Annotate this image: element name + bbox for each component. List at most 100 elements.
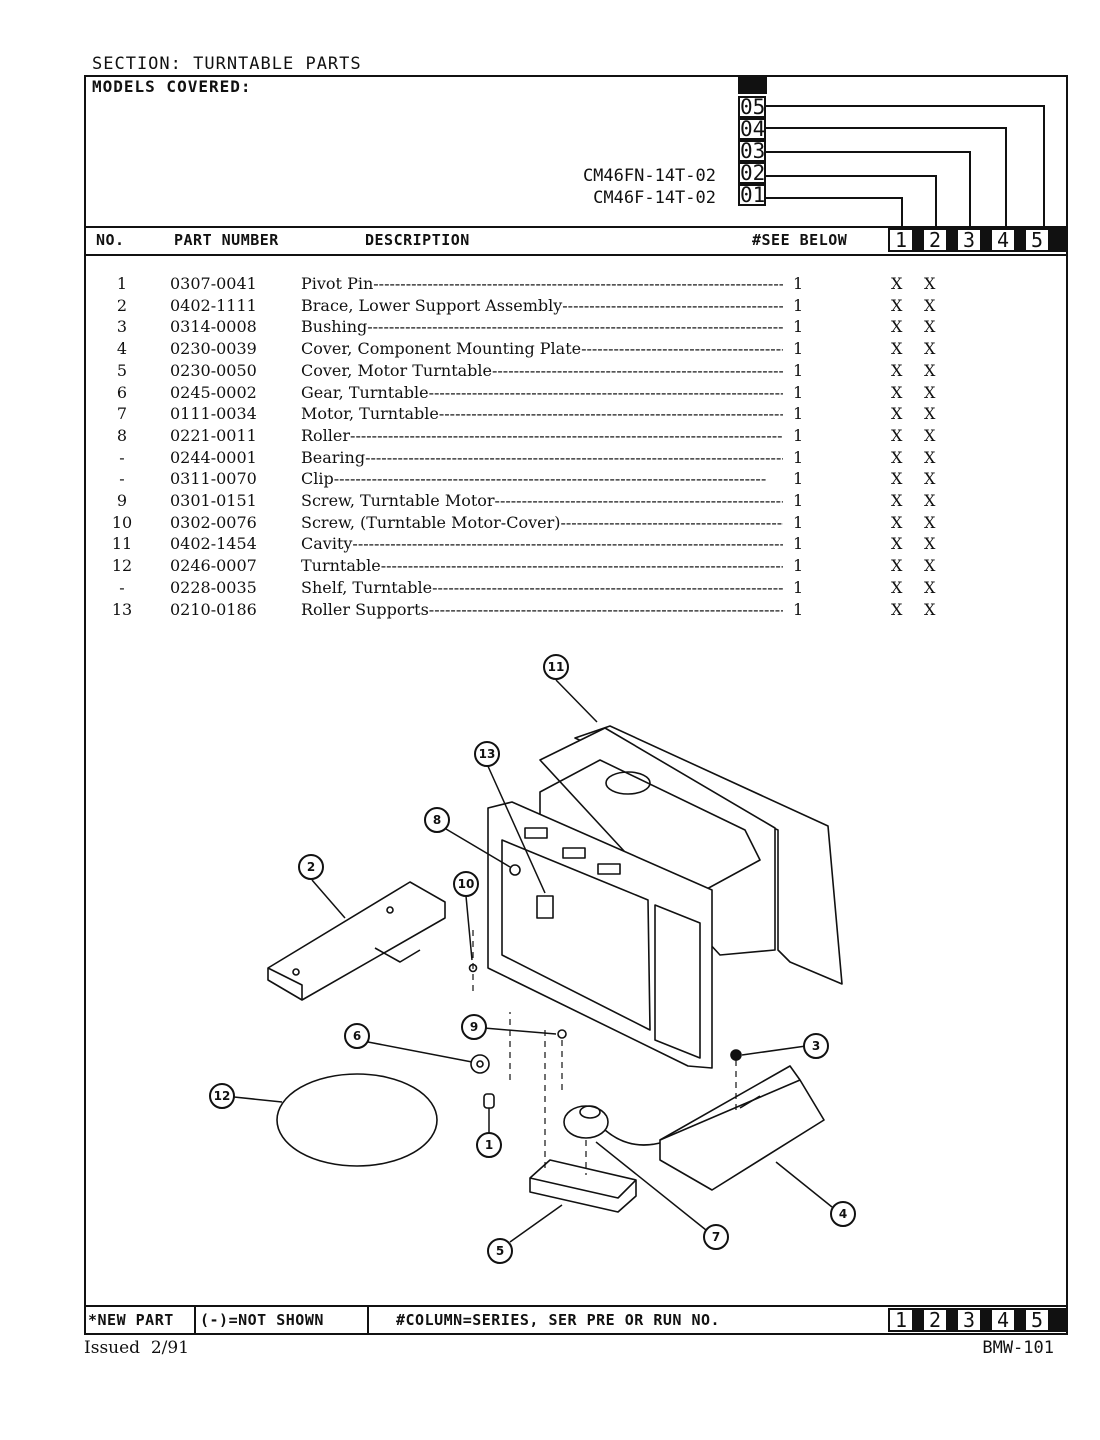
series-1-mark: X — [891, 404, 903, 424]
series-box-04: 04 — [738, 117, 766, 141]
callout-2: 2 — [307, 860, 315, 874]
plate-slot — [524, 827, 548, 839]
col-fill — [914, 1308, 922, 1332]
footer-col-2: 2 — [922, 1308, 948, 1332]
col-number-3: 3 — [956, 228, 982, 252]
series-1-mark: X — [891, 534, 903, 554]
part-quantity: 1 — [793, 339, 804, 359]
series-1-mark: X — [891, 491, 903, 510]
footer-new-part: *NEW PART — [88, 1311, 174, 1329]
series-1-mark: X — [891, 599, 903, 619]
plate-slot-line — [739, 1095, 761, 1109]
leader-7 — [595, 1141, 707, 1231]
component-mounting-plate — [659, 1065, 825, 1191]
document-code: BMW-101 — [982, 1338, 1054, 1358]
part-number: 0302-0076 — [170, 512, 257, 532]
part-item-number: 12 — [111, 556, 133, 576]
header-divider-bottom — [84, 254, 1068, 256]
col-header-part-number: PART NUMBER — [174, 231, 279, 249]
series-2-mark: X — [924, 469, 936, 489]
callout-circle-11 — [543, 654, 569, 680]
header-divider-top — [84, 226, 1068, 228]
col-fill — [1016, 1308, 1024, 1332]
part-item-number: 6 — [116, 382, 128, 402]
part-item-number: 5 — [116, 360, 128, 380]
series-1-mark: X — [891, 425, 903, 445]
footer-not-shown: (-)=NOT SHOWN — [200, 1311, 324, 1329]
series-2-mark: X — [924, 534, 936, 554]
part-item-number: 1 — [116, 274, 128, 293]
leader-5 — [509, 1204, 563, 1243]
callout-13: 13 — [479, 747, 496, 761]
callout-5: 5 — [496, 1244, 504, 1258]
part-quantity: 1 — [793, 512, 804, 532]
part-description: Bushing---------------------------------… — [301, 317, 783, 337]
series-2-mark: X — [924, 339, 936, 359]
part-quantity: 1 — [793, 317, 804, 337]
exploded-view-diagram: 11 13 8 2 10 9 6 3 12 1 5 7 4 — [209, 654, 856, 1264]
leader-6 — [367, 1041, 473, 1063]
part-description: Shelf, Turntable------------------------… — [301, 577, 783, 597]
part-description: Screw, Turntable Motor------------------… — [301, 491, 783, 510]
col-number-4: 4 — [990, 228, 1016, 252]
plate-edge — [659, 1079, 801, 1141]
part-description: Pivot Pin-------------------------------… — [301, 274, 783, 293]
leader-12 — [233, 1096, 283, 1103]
turntable-gear — [470, 1054, 490, 1074]
col-header-description: DESCRIPTION — [365, 231, 470, 249]
motor-cover — [529, 1159, 637, 1213]
part-number: 0221-0011 — [170, 425, 257, 445]
series-1-mark: X — [891, 447, 903, 467]
part-item-number: - — [119, 469, 125, 489]
part-number: 0230-0039 — [170, 339, 257, 359]
series-black-bar — [738, 76, 767, 94]
series-2-mark: X — [924, 491, 936, 510]
callout-7: 7 — [712, 1230, 720, 1244]
part-item-number: 8 — [116, 425, 128, 445]
part-description: Cover, Motor Turntable------------------… — [301, 360, 783, 380]
part-item-number: 10 — [111, 512, 133, 532]
footer-sep — [367, 1305, 369, 1335]
series-1-mark: X — [891, 469, 903, 489]
series-1-mark: X — [891, 339, 903, 359]
part-description: Turntable-------------------------------… — [301, 556, 783, 576]
part-number: 0228-0035 — [170, 577, 257, 597]
callout-circle-6 — [344, 1023, 370, 1049]
leader-13 — [486, 763, 546, 894]
screw-9 — [557, 1029, 567, 1039]
col-number-2: 2 — [922, 228, 948, 252]
leader-2 — [311, 879, 346, 919]
brace-notch — [374, 947, 421, 963]
models-covered-label: MODELS COVERED: — [92, 77, 252, 96]
footer-divider — [84, 1305, 1068, 1307]
callout-3: 3 — [812, 1039, 820, 1053]
col-header-no: NO. — [96, 231, 125, 249]
series-2-mark: X — [924, 274, 936, 293]
col-fill — [914, 228, 922, 252]
callout-circle-8 — [424, 807, 450, 833]
model-cm46fn: CM46FN-14T-02 — [582, 166, 716, 186]
part-number: 0402-1454 — [170, 534, 257, 554]
leader-10 — [465, 895, 473, 961]
series-2-mark: X — [924, 360, 936, 380]
callout-circle-10 — [453, 871, 479, 897]
series-box-01: 01 — [738, 183, 766, 207]
callout-circle-7 — [703, 1224, 729, 1250]
series-1-mark: X — [891, 382, 903, 402]
part-description: Brace, Lower Support Assembly-----------… — [301, 295, 783, 315]
series-leader-lines — [766, 105, 1045, 228]
callout-circle-9 — [461, 1014, 487, 1040]
part-quantity: 1 — [793, 425, 804, 445]
series-2-mark: X — [924, 599, 936, 619]
part-quantity: 1 — [793, 447, 804, 467]
series-2-mark: X — [924, 317, 936, 337]
part-description: Cavity----------------------------------… — [301, 534, 783, 554]
front-plate-slot — [654, 904, 701, 1059]
footer-col-4: 4 — [990, 1308, 1016, 1332]
callout-circle-12 — [209, 1083, 235, 1109]
part-quantity: 1 — [793, 360, 804, 380]
series-box-03: 03 — [738, 139, 766, 163]
part-description: Motor, Turntable------------------------… — [301, 404, 783, 424]
callout-10: 10 — [458, 877, 475, 891]
callout-circle-1 — [476, 1132, 502, 1158]
